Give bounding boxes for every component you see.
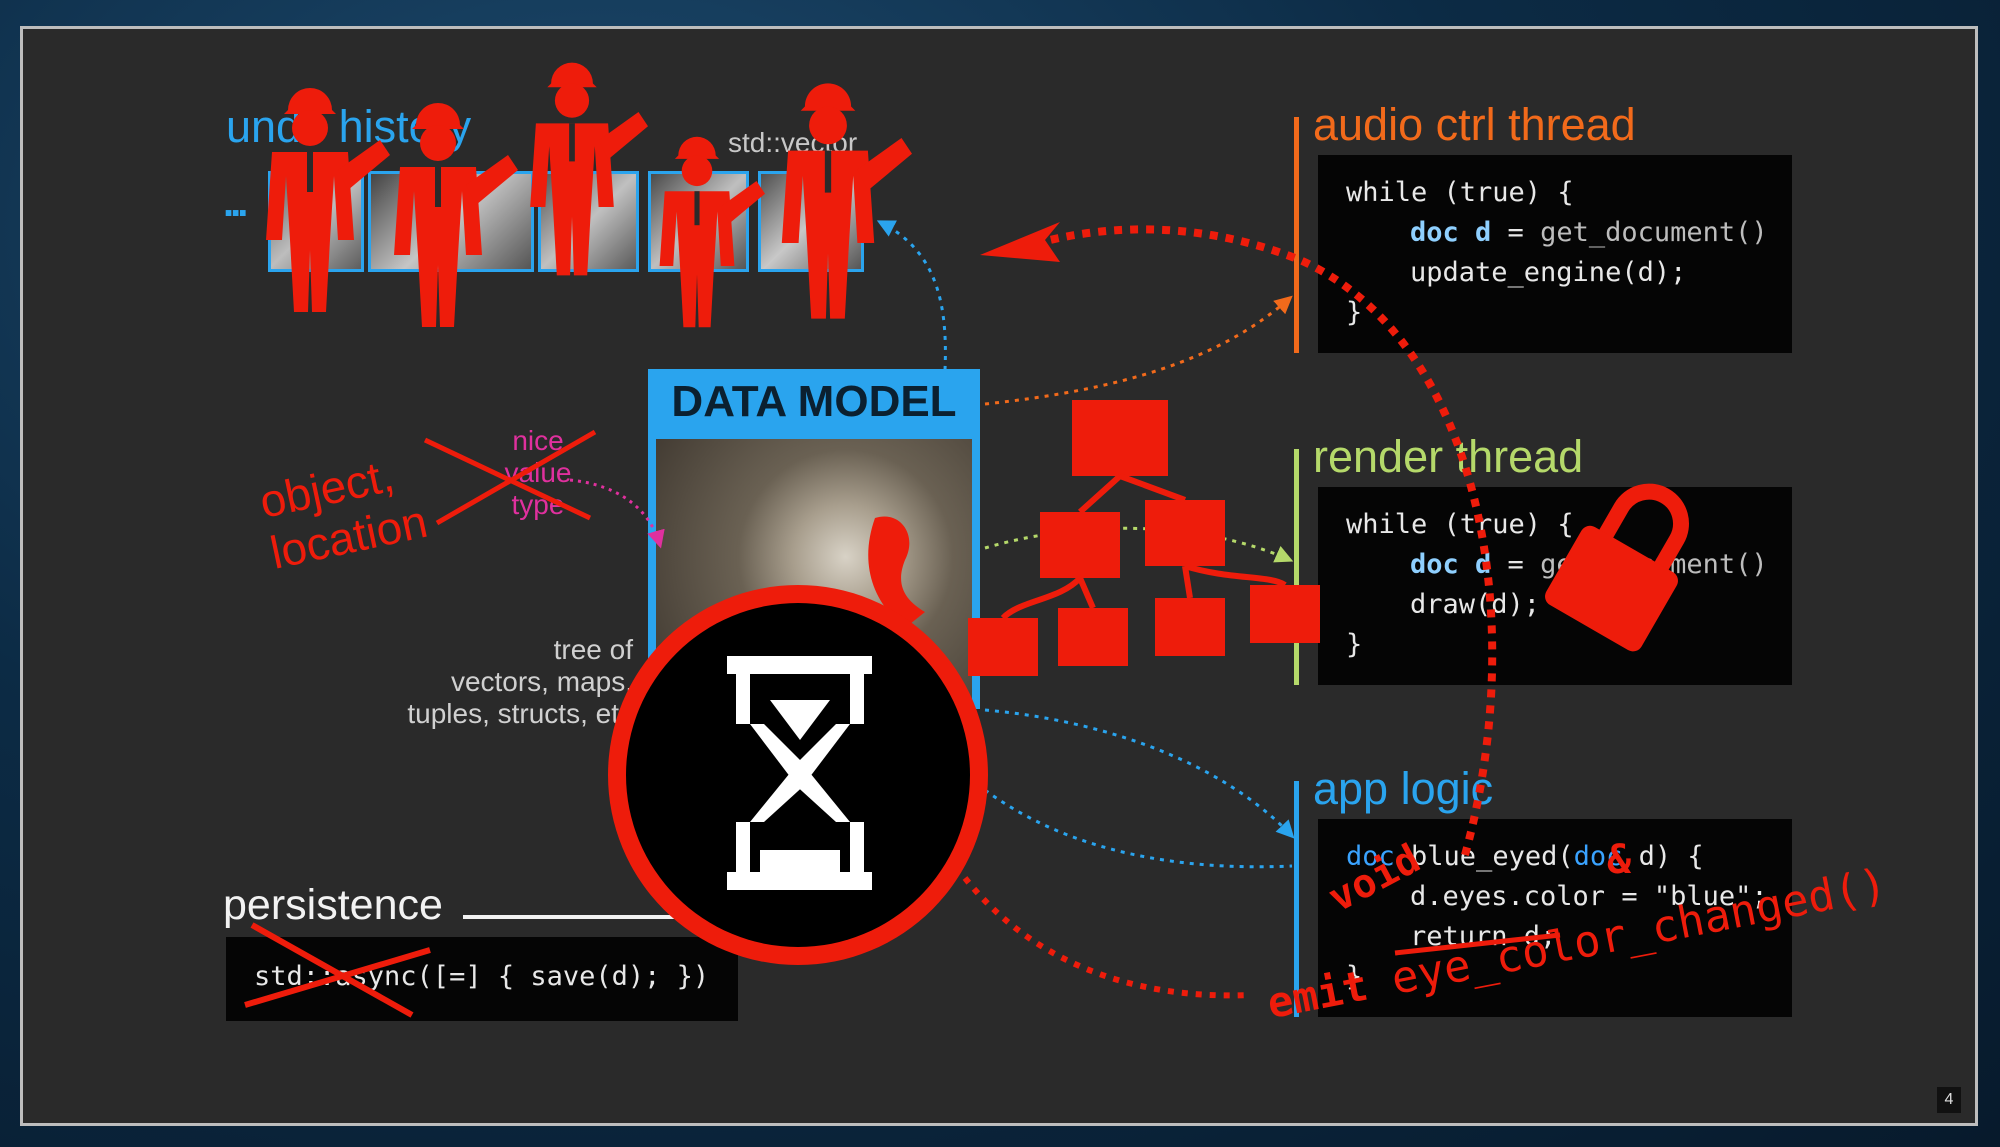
code-line: std::async([=] { save(d); }) [254,961,710,992]
strike-persist-1 [250,922,414,1018]
audio-thread-bar [1294,117,1299,353]
worker-icon [394,103,518,327]
padlock-icon [1545,483,1689,652]
hourglass-icon [608,585,988,965]
arrow-to-history [876,220,947,371]
strike-return [1394,932,1561,956]
arrow-to-audio [984,295,1293,406]
worker-icon [781,83,912,319]
code-line: } [1346,629,1363,660]
worker-icon [659,136,765,328]
render-code-block: while (true) { doc d = get_document() dr… [1318,487,1792,685]
ellipsis: ... [223,181,248,225]
app-logic-bar [1294,781,1299,1017]
app-logic-code-block: doc blue_eyed(doc d) { d.eyes.color = "b… [1318,819,1792,1017]
persistence-underline [463,915,713,919]
strike-nice-2 [435,429,597,526]
arrow-to-render [984,526,1294,563]
audio-thread-heading: audio ctrl thread [1313,99,1636,150]
code-line: while (true) { [1346,509,1574,540]
arrow-nice-value [569,478,665,549]
render-thread-bar [1294,449,1299,685]
red-handset-icon [868,516,925,628]
code-line: } [1346,961,1363,992]
code-line: draw(d); [1410,589,1541,620]
code-line: doc blue_eyed(doc d) { [1346,841,1704,872]
red-dotted-loop [1049,225,1497,857]
tree-of-label: tree of vectors, maps, tuples, structs, … [407,634,633,729]
code-line: while (true) { [1346,177,1574,208]
ampersand-annotation: & [1607,837,1632,883]
tree-diagram-icon [968,400,1320,676]
app-logic-heading: app logic [1313,763,1494,814]
persistence-heading: persistence [223,881,443,929]
code-line: doc d = get_document() [1410,217,1768,248]
data-model-title: DATA MODEL [671,377,957,426]
page-number: 4 [1937,1087,1961,1113]
red-arrowhead [980,222,1060,262]
worker-icon [266,88,390,312]
code-line: update_engine(d); [1410,257,1687,288]
strike-nice-1 [423,437,592,521]
worker-icon [530,62,648,276]
persistence-code-block: std::async([=] { save(d); }) [226,937,738,1021]
code-line: d.eyes.color = "blue"; [1410,881,1768,912]
audio-code-block: while (true) { doc d = get_document() up… [1318,155,1792,353]
strike-persist-2 [244,947,431,1008]
code-line: } [1346,297,1363,328]
render-thread-heading: render thread [1313,431,1584,482]
